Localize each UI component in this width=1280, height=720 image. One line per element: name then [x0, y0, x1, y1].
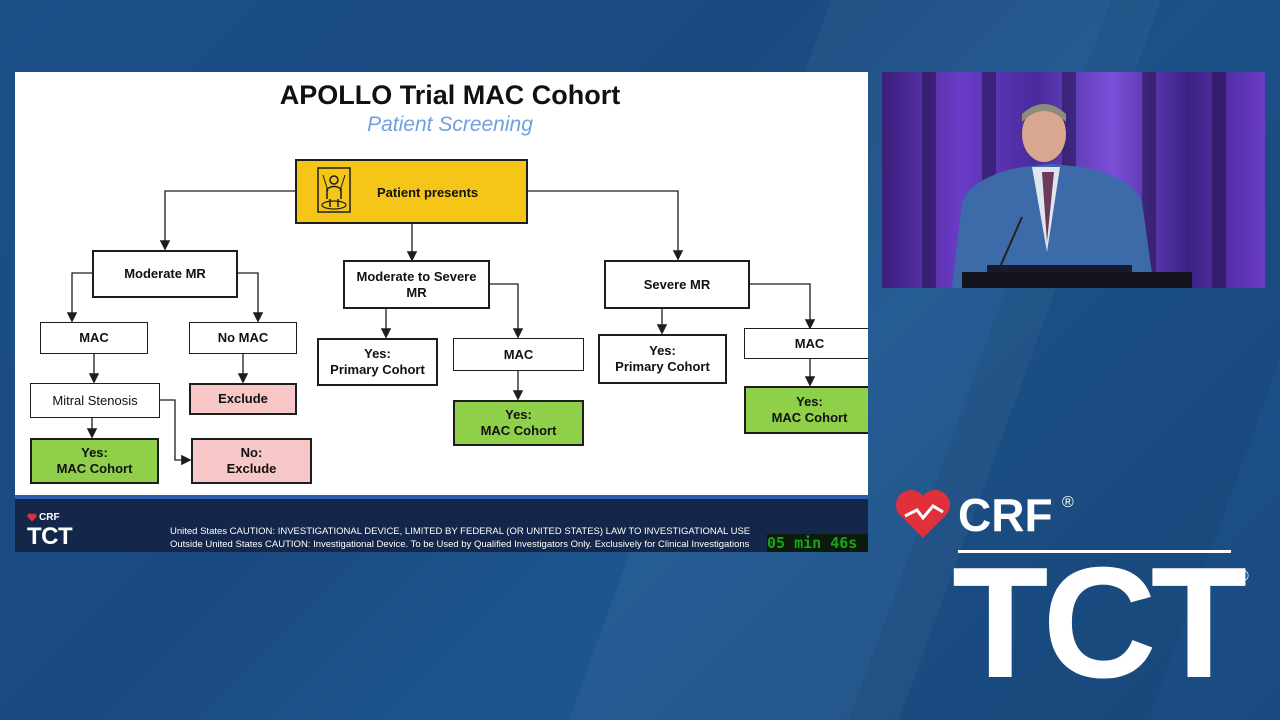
slide-subtitle: Patient Screening: [367, 113, 533, 136]
mac-cohort-label: MAC Cohort: [480, 423, 557, 438]
mr-label: MR: [406, 284, 427, 300]
countdown-timer: 05 min 46s: [767, 534, 868, 552]
mitral-stenosis-label: Mitral Stenosis: [52, 392, 138, 408]
no-mac-box: No MAC: [189, 322, 297, 354]
speaker-video: [882, 72, 1265, 288]
registered-mark: ®: [1062, 494, 1074, 511]
yes-primary-cohort-box-1: Yes:Primary Cohort: [317, 338, 438, 386]
presentation-slide: APOLLO Trial MAC Cohort Patient Screenin…: [15, 72, 868, 552]
caution-outside-us: Outside United States CAUTION: Investiga…: [170, 539, 750, 550]
patient-presents-label: Patient presents: [377, 185, 479, 200]
footer-crf-label: CRF: [39, 512, 60, 523]
yes-mac-cohort-box-1: Yes:MAC Cohort: [30, 438, 159, 484]
logo-divider: [958, 550, 1231, 553]
mac-left-label: MAC: [79, 330, 109, 345]
heart-icon: [27, 513, 37, 522]
exclude-label: Exclude: [226, 461, 277, 476]
mac-right-box: MAC: [744, 328, 868, 359]
yes-label: Yes:: [796, 394, 823, 409]
flowchart-connectors: [66, 190, 816, 466]
mac-mid-label: MAC: [503, 346, 534, 362]
mac-left-box: MAC: [40, 322, 148, 354]
exclude-box: Exclude: [189, 383, 297, 415]
mac-cohort-label: MAC Cohort: [771, 410, 848, 425]
mac-right-label: MAC: [794, 335, 825, 351]
mitral-stenosis-box: Mitral Stenosis: [30, 383, 160, 418]
registered-mark: ®: [1237, 568, 1249, 585]
yes-label: Yes:: [649, 343, 676, 358]
moderate-mr-label: Moderate MR: [124, 266, 206, 281]
caution-us: United States CAUTION: INVESTIGATIONAL D…: [170, 526, 751, 537]
slide-footer: [15, 499, 868, 552]
no-exclude-box: No:Exclude: [191, 438, 312, 484]
no-mac-label: No MAC: [217, 330, 269, 345]
mac-mid-box: MAC: [453, 338, 584, 371]
yes-label: Yes:: [81, 445, 108, 460]
severe-mr-box: Severe MR: [604, 260, 750, 309]
moderate-mr-box: Moderate MR: [92, 250, 238, 298]
footer-stripe: [15, 495, 868, 500]
yes-primary-cohort-box-2: Yes:Primary Cohort: [598, 334, 727, 384]
exclude-label: Exclude: [218, 391, 268, 406]
mac-cohort-label: MAC Cohort: [56, 461, 133, 476]
footer-logo: CRF TCT: [27, 512, 73, 551]
crf-heart-icon: [896, 490, 950, 538]
primary-cohort-label: Primary Cohort: [615, 359, 710, 374]
yes-label: Yes:: [505, 407, 532, 422]
yes-mac-cohort-box-3: Yes:MAC Cohort: [744, 386, 868, 434]
tct-logo-text: TCT: [952, 535, 1247, 711]
yes-label: Yes:: [364, 346, 391, 361]
moderate-to-severe-label: Moderate to Severe: [356, 268, 477, 284]
slide-title: APOLLO Trial MAC Cohort: [279, 80, 621, 110]
no-label: No:: [240, 445, 263, 460]
patient-presents-box: Patient presents: [295, 159, 528, 224]
crf-logo-text: CRF: [958, 489, 1053, 541]
primary-cohort-label: Primary Cohort: [330, 362, 425, 377]
footer-tct-label: TCT: [27, 523, 73, 550]
speaker-figure: [952, 104, 1192, 288]
patient-icon: [317, 167, 351, 213]
yes-mac-cohort-box-2: Yes:MAC Cohort: [453, 400, 584, 446]
severe-mr-label: Severe MR: [643, 276, 711, 292]
